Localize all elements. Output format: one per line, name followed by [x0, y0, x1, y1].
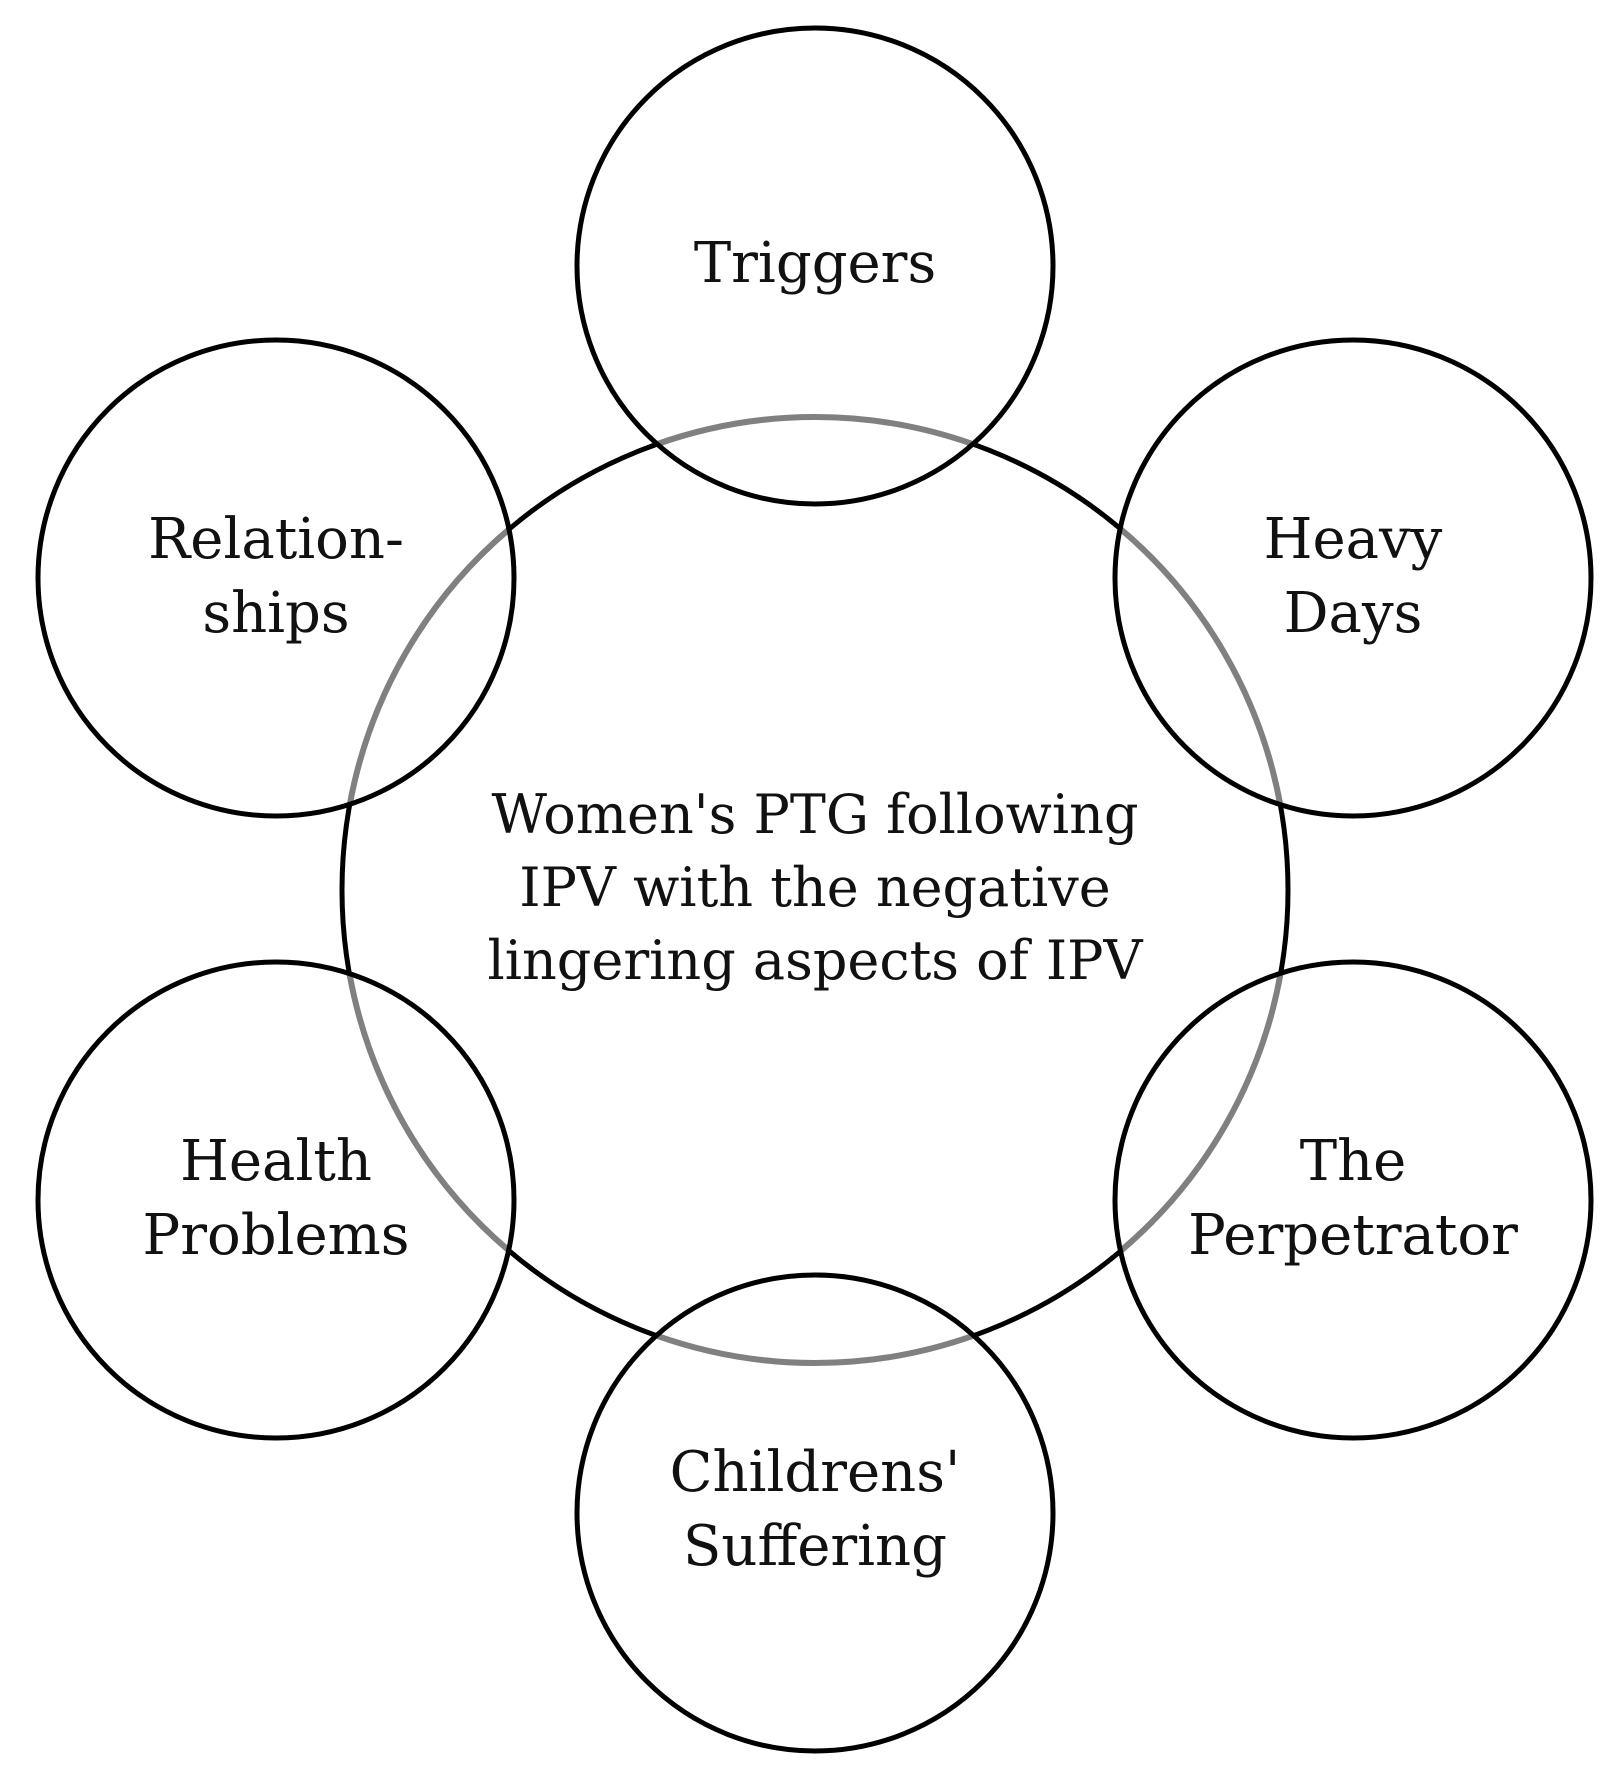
health-problems-label-line-1: Health — [180, 1129, 372, 1194]
center-arc-in-relationships — [346, 527, 511, 805]
satellite-circle-relationships — [35, 337, 517, 819]
health-problems-label-line-2: Problems — [143, 1203, 410, 1268]
center-arc-in-the-perpetrator — [1118, 972, 1284, 1254]
the-perpetrator-label-line-1: The — [1300, 1129, 1407, 1194]
triggers-label: Triggers — [694, 231, 936, 296]
center-arc-in-heavy-days — [1118, 526, 1284, 806]
center-label-line-1: Women's PTG following — [491, 783, 1138, 846]
satellite-circle-health-problems — [35, 959, 517, 1441]
satellite-circle-triggers — [574, 25, 1056, 507]
childrens-suffering-label-line-1: Childrens' — [670, 1440, 961, 1505]
center-label-line-3: lingering aspects of IPV — [487, 929, 1143, 992]
childrens-suffering-label-line-2: Suffering — [683, 1514, 947, 1579]
center-arc-in-triggers — [656, 414, 974, 447]
relationships-label-line-1: Relation- — [148, 507, 404, 572]
center-arc-in-childrens-suffering — [655, 1332, 975, 1367]
satellite-circle-heavy-days — [1112, 337, 1594, 819]
center-arc-in-health-problems — [346, 973, 511, 1253]
center-label-line-2: IPV with the negative — [519, 856, 1111, 919]
satellite-circle-the-perpetrator — [1112, 959, 1594, 1441]
center-circle-overlap-arcs — [346, 414, 1284, 1367]
heavy-days-label-line-1: Heavy — [1264, 507, 1443, 572]
relationships-label-line-2: ships — [202, 581, 349, 646]
the-perpetrator-label-line-2: Perpetrator — [1188, 1203, 1518, 1268]
heavy-days-label-line-2: Days — [1284, 581, 1423, 646]
satellite-circle-childrens-suffering — [574, 1272, 1056, 1754]
